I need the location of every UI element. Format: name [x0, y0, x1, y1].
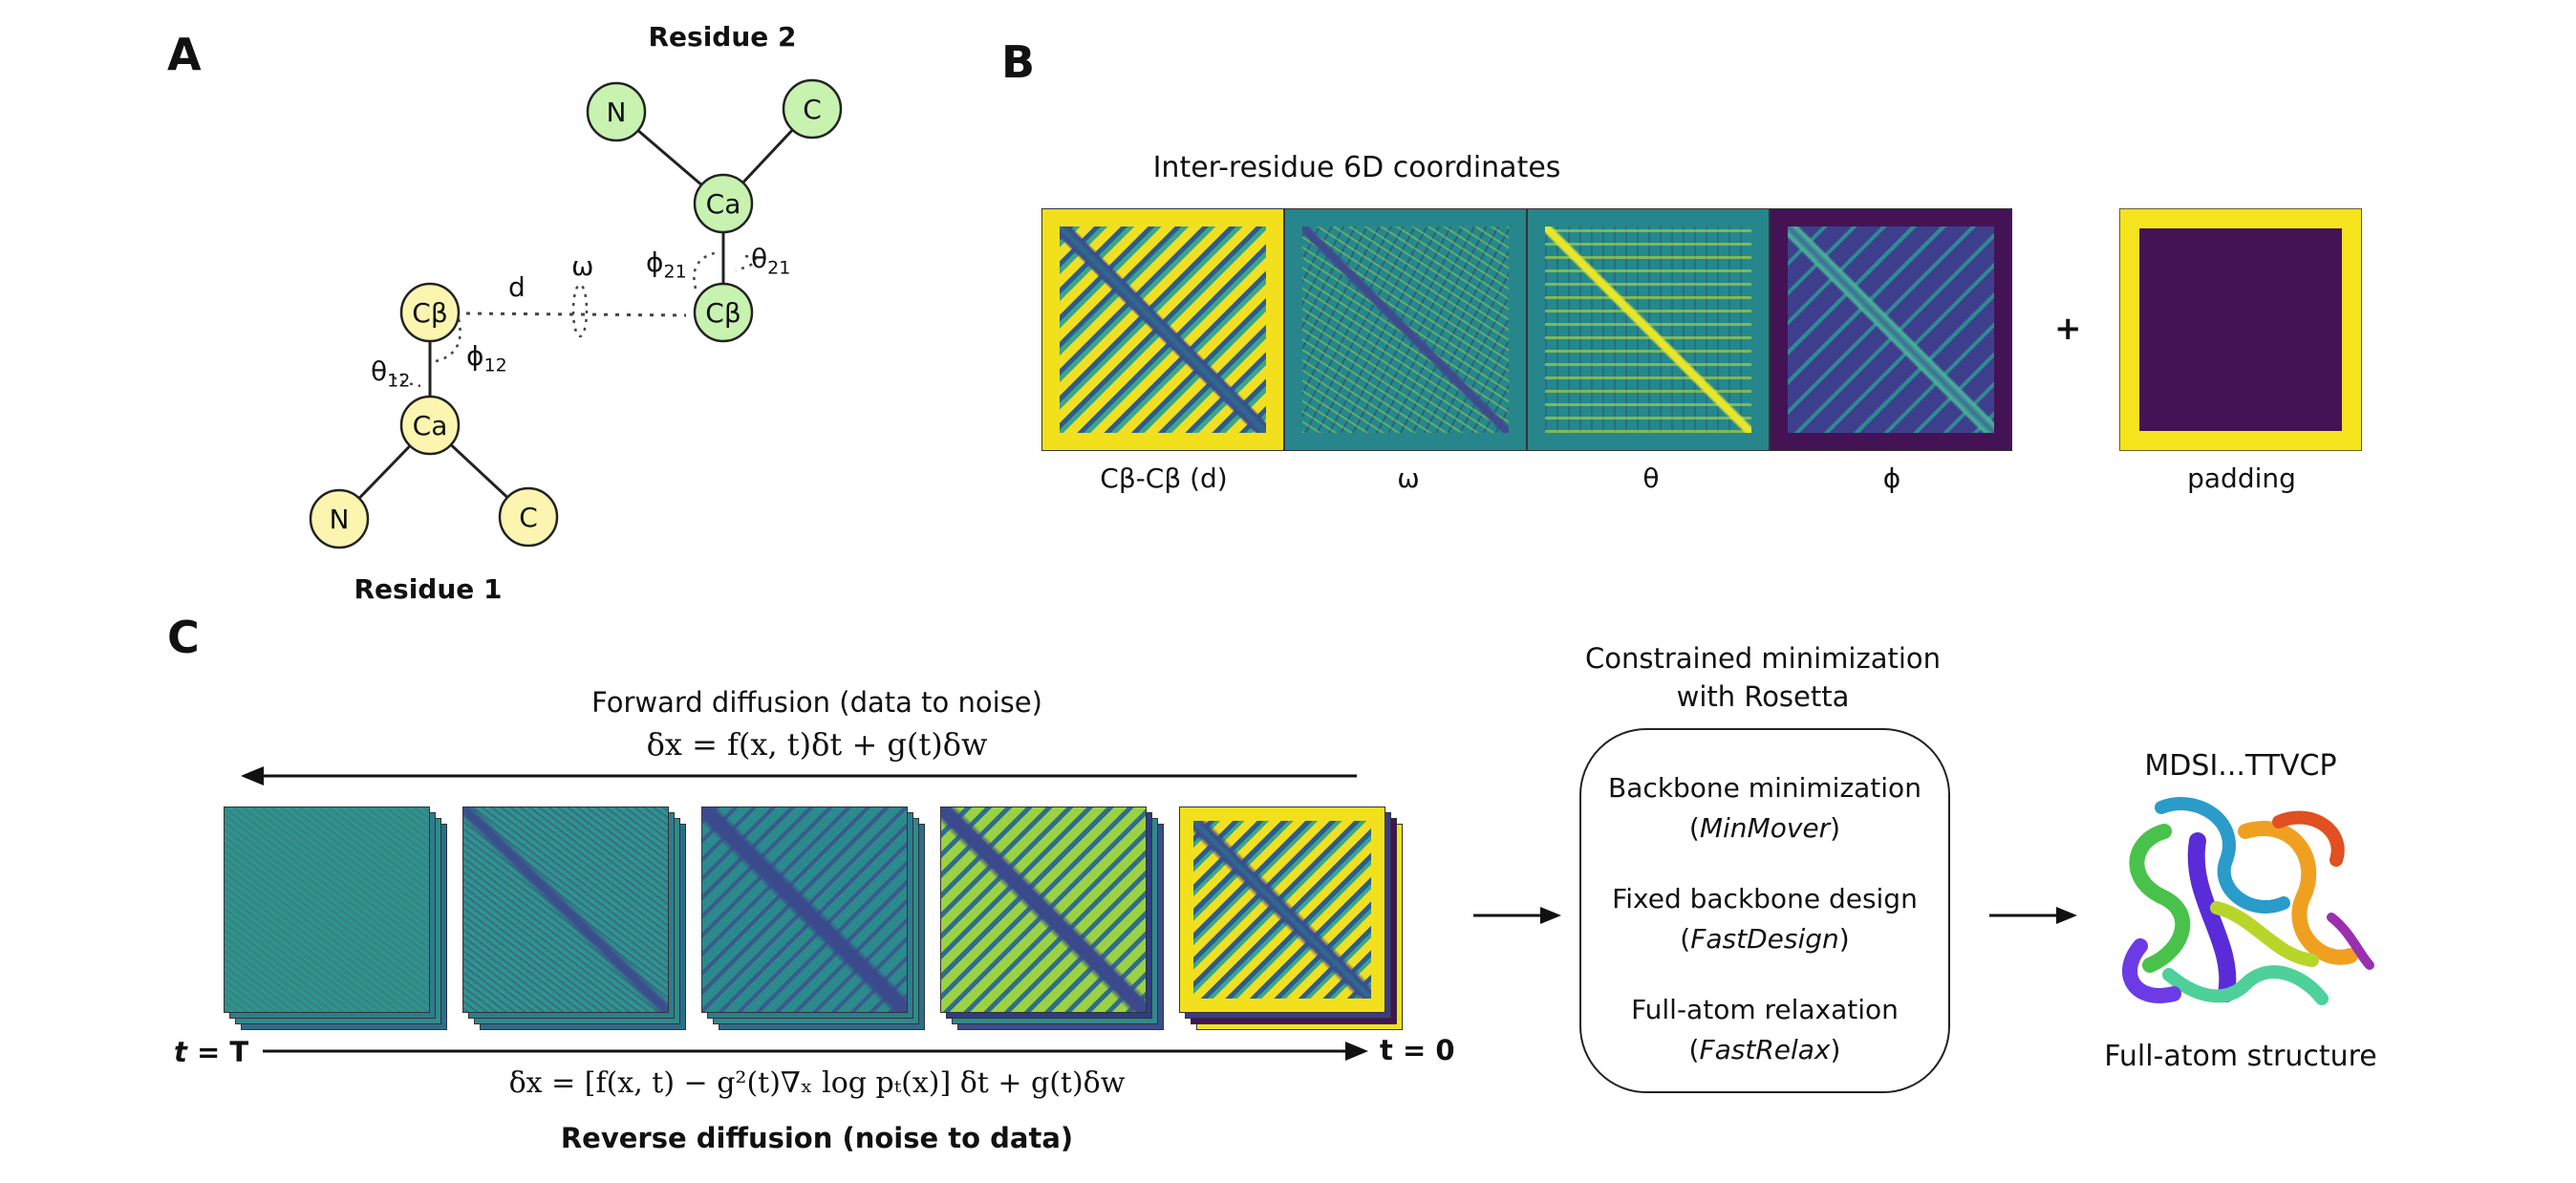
map-label-phi: ϕ: [1882, 462, 1901, 494]
atom-ca-residue2-label: Ca: [706, 188, 741, 220]
step-1-name: Backbone minimization: [1608, 772, 1921, 804]
structure-label: Full-atom structure: [2104, 1040, 2377, 1073]
map-theta: [1527, 208, 1770, 451]
map-phi: [1770, 208, 2012, 451]
padding-map: [2119, 208, 2362, 451]
residue-2-label: Residue 2: [648, 21, 797, 53]
map-label-theta: θ: [1642, 462, 1660, 494]
panel-label-a: A: [167, 29, 202, 80]
atom-c-residue2: [782, 78, 843, 140]
rosetta-title-line2: with Rosetta: [1676, 680, 1850, 713]
atom-ca-residue2: [693, 173, 754, 234]
map-cb-distance: [1041, 208, 1284, 451]
reverse-equation: δx = [f(x, t) − g²(t)∇ₓ log pₜ(x)] δt + …: [508, 1066, 1126, 1100]
distance-label: d: [508, 271, 526, 303]
atom-cb-residue2-label: Cβ: [705, 297, 741, 329]
t-end-label: t = 0: [1380, 1034, 1455, 1066]
panel-b-title: Inter-residue 6D coordinates: [1152, 151, 1561, 184]
atom-c-residue2-label: C: [803, 94, 822, 125]
phi21-label: ϕ21: [646, 247, 687, 283]
rosetta-title-line1: Constrained minimization: [1584, 642, 1942, 675]
padding-label: padding: [2187, 462, 2296, 494]
step-2-name: Fixed backbone design: [1612, 883, 1918, 914]
atom-cb-residue1-label: Cβ: [412, 297, 447, 329]
theta12-label: θ12: [371, 355, 411, 392]
atom-n-residue1-label: N: [330, 504, 350, 535]
atom-ca-residue1: [399, 395, 461, 456]
residue-1-atoms: [309, 282, 559, 549]
t-start-label: t = T: [174, 1036, 249, 1068]
step-2-mover: (FastDesign): [1680, 923, 1850, 955]
atom-c-residue1: [498, 486, 559, 548]
map-label-cb: Cβ-Cβ (d): [1100, 462, 1228, 494]
residue-1-label: Residue 1: [354, 573, 503, 605]
step-1-mover: (MinMover): [1688, 812, 1841, 844]
map-omega: [1284, 208, 1527, 451]
panel-label-c: C: [167, 612, 200, 663]
atom-cb-residue1: [399, 282, 461, 343]
phi12-label: ϕ12: [466, 340, 507, 376]
theta21-label: θ21: [751, 243, 791, 279]
map-label-omega: ω: [1397, 462, 1420, 494]
atom-c-residue1-label: C: [519, 502, 538, 533]
panel-label-b: B: [1001, 36, 1036, 88]
step-3-name: Full-atom relaxation: [1631, 994, 1899, 1025]
atom-n-residue2-label: N: [607, 97, 627, 128]
forward-equation: δx = f(x, t)δt + g(t)δw: [646, 726, 988, 763]
reverse-diffusion-title: Reverse diffusion (noise to data): [560, 1122, 1074, 1154]
step-3-mover: (FastRelax): [1688, 1034, 1841, 1065]
omega-label: ω: [571, 250, 594, 282]
plus-sign: +: [2054, 310, 2082, 348]
atom-cb-residue2: [693, 282, 754, 343]
atom-n-residue1: [309, 488, 370, 549]
forward-diffusion-title: Forward diffusion (data to noise): [591, 686, 1042, 719]
residue-2-atoms: [586, 78, 843, 343]
rosetta-steps-box: [1579, 728, 1950, 1093]
atom-n-residue2: [586, 81, 647, 142]
protein-structure-icon: [2122, 797, 2374, 1005]
sequence-label: MDSI...TTVCP: [2144, 749, 2337, 783]
atom-ca-residue1-label: Ca: [413, 410, 448, 441]
